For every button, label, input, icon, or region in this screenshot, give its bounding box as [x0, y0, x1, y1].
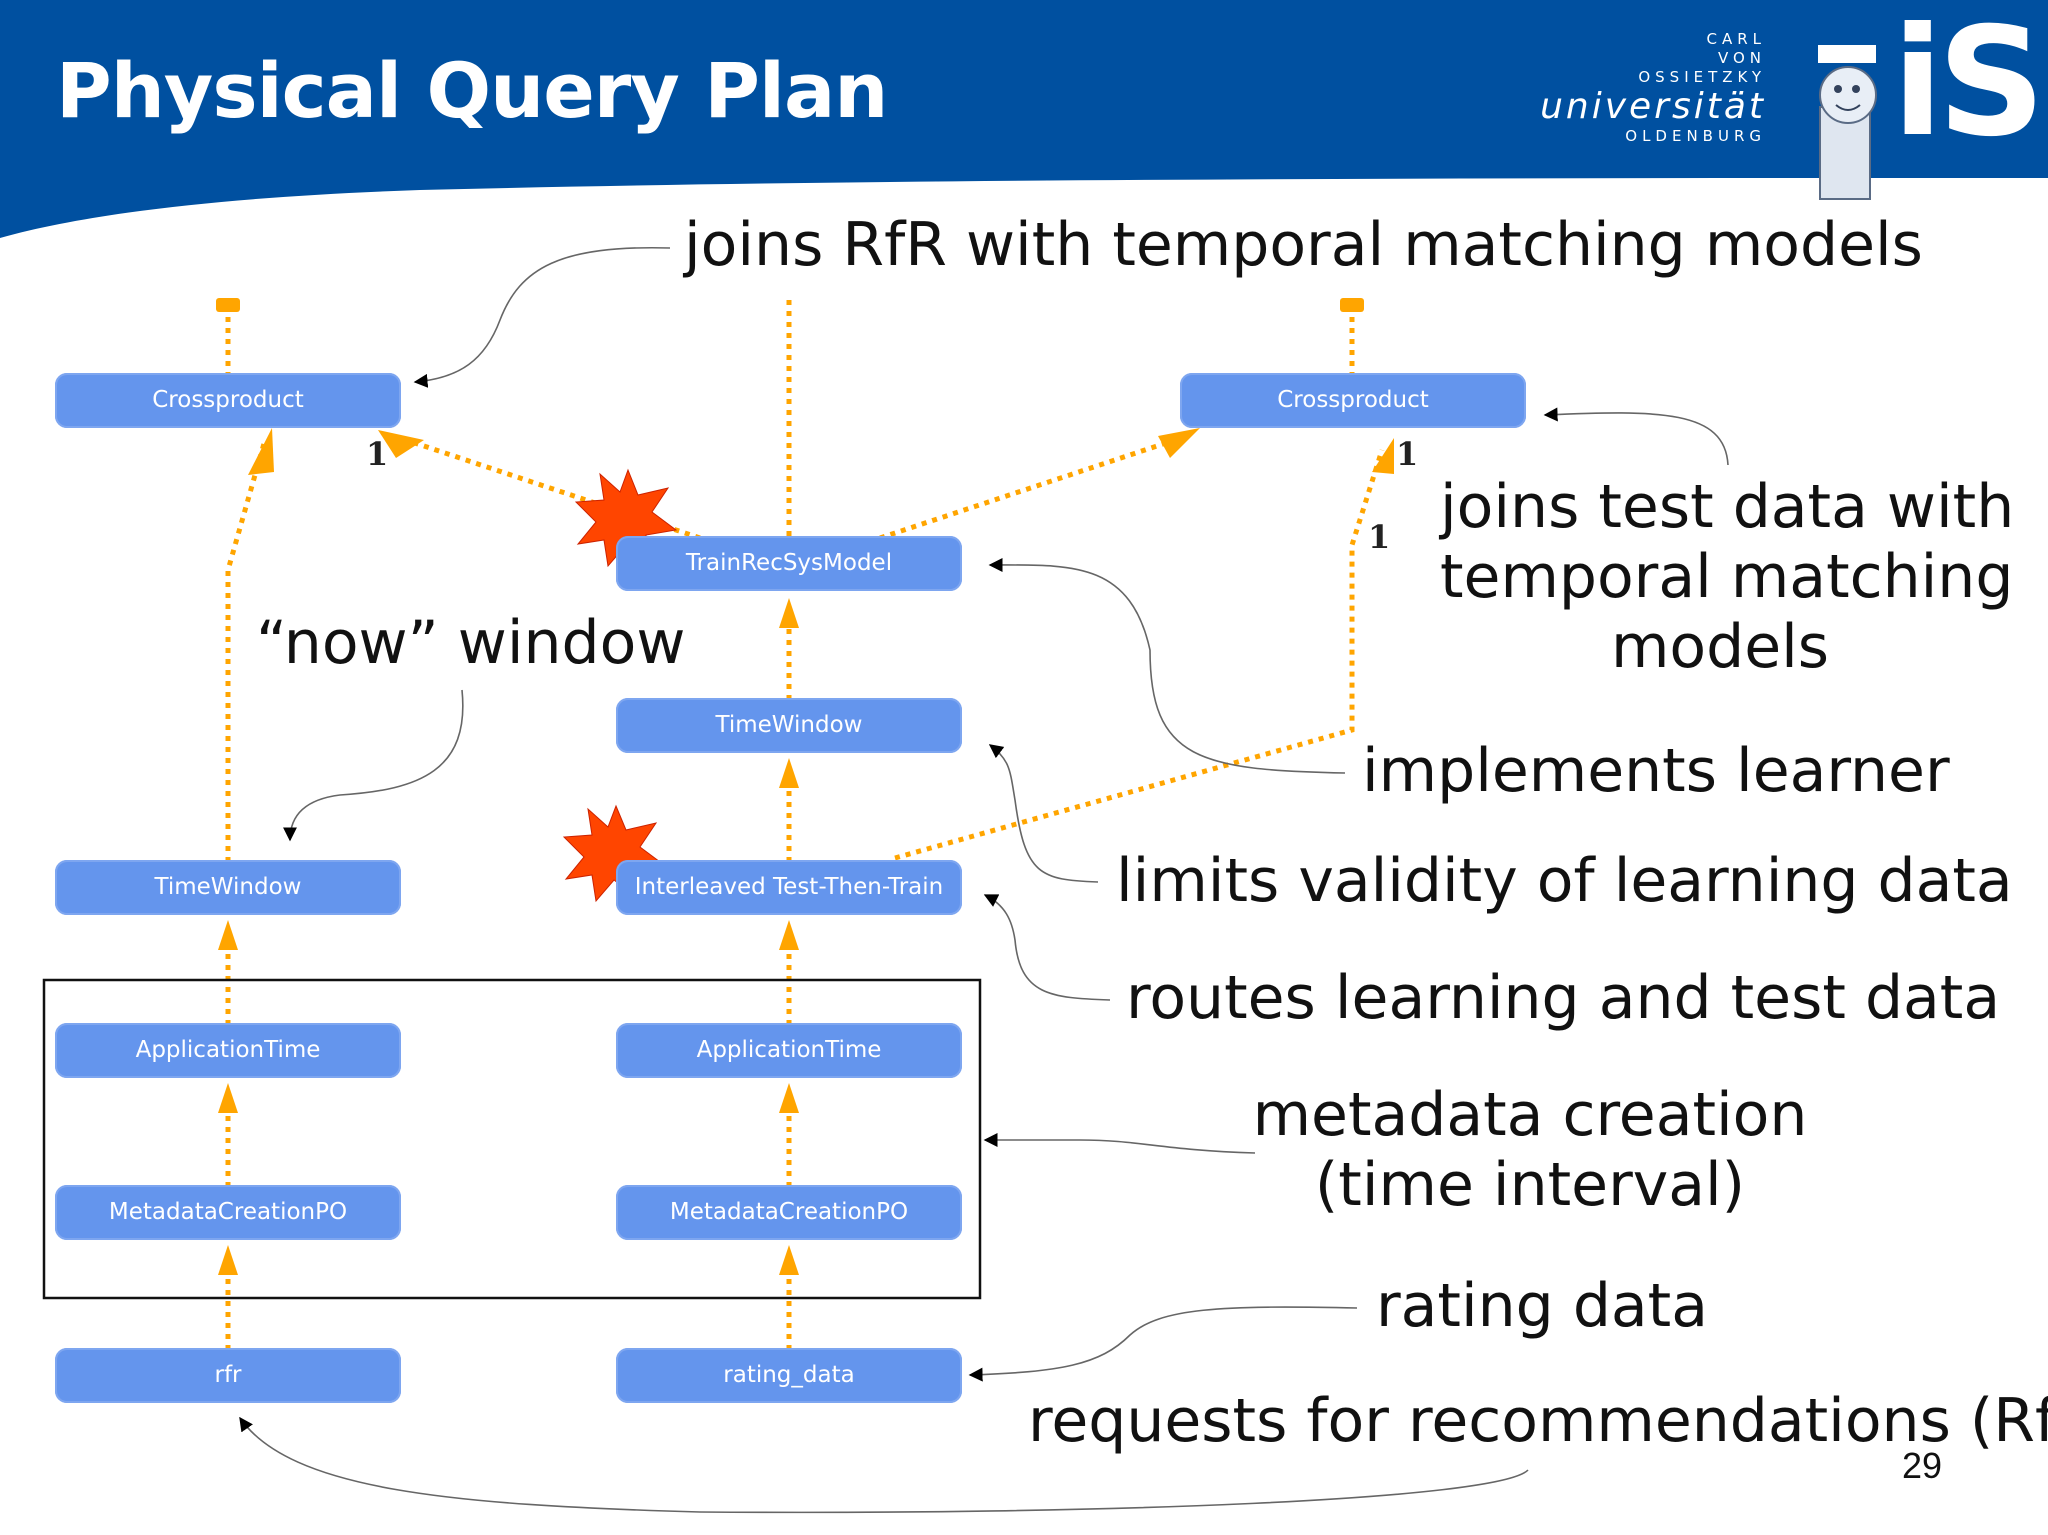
annotation-implements-learner: implements learner — [1362, 736, 1950, 806]
mascot-icon — [1818, 45, 1877, 200]
metadata-highlight-box — [42, 978, 982, 1300]
annotation-line: models — [1610, 612, 1830, 682]
arrowhead-app-center — [779, 1083, 799, 1113]
arrowhead-right-crossproduct-a — [1158, 428, 1200, 458]
annotation-line: metadata creation — [1252, 1080, 1808, 1150]
logo-line-carl: CARL — [1706, 30, 1766, 48]
arrowhead-left-crossproduct-a — [248, 428, 274, 475]
connector-joins-rfr — [413, 246, 671, 388]
connector-rating-data — [968, 1306, 1358, 1382]
connector-requests — [239, 1416, 1529, 1514]
logo-line-oldenburg: OLDENBURG — [1625, 127, 1766, 145]
page-number: 29 — [1902, 1445, 1943, 1486]
arrowhead-meta-left — [218, 1245, 238, 1275]
arrowhead-window-center — [779, 758, 799, 788]
edges — [225, 300, 1385, 1350]
arrowhead-app-left — [218, 1083, 238, 1113]
logo-line-universitat: universität — [1540, 86, 1766, 127]
edge-label: 1 — [1368, 518, 1391, 556]
node-application-time-center: ApplicationTime — [616, 1023, 962, 1078]
connector-limits-validity — [988, 744, 1099, 883]
arrowhead-meta-center — [779, 1245, 799, 1275]
annotation-line: temporal matching — [1440, 542, 2014, 612]
node-time-window-center: TimeWindow — [616, 698, 962, 753]
node-time-window-left: TimeWindow — [55, 860, 401, 915]
annotation-rating-data: rating data — [1376, 1271, 1708, 1341]
node-rating-data: rating_data — [616, 1348, 962, 1403]
annotation-requests: requests for recommendations (RfR) — [1028, 1386, 2048, 1456]
group-logo: iS — [1892, 0, 2045, 170]
arrowhead-interleaved — [779, 920, 799, 950]
annotation-line: joins test data with — [1440, 472, 2015, 542]
burst-icon — [562, 804, 666, 903]
arrowhead-train — [779, 598, 799, 628]
annotation-connectors — [239, 246, 1729, 1514]
arrowhead-right-crossproduct-b — [1372, 438, 1394, 474]
connector-implements-learner — [988, 557, 1346, 774]
annotation-now-window: “now” window — [256, 608, 686, 678]
burst-icon — [574, 468, 678, 568]
page-title: Physical Query Plan — [56, 46, 888, 135]
edge-arrowheads — [216, 298, 1394, 1275]
node-crossproduct-right: Crossproduct — [1180, 373, 1526, 428]
node-metadata-creation-center: MetadataCreationPO — [616, 1185, 962, 1240]
header-band — [0, 0, 2048, 238]
annotation-joins-test: joins test data with temporal matching m… — [1440, 472, 2015, 682]
connector-routes — [983, 894, 1111, 1001]
annotation-metadata-creation: metadata creation (time interval) — [1230, 1080, 1830, 1220]
annotation-line: (time interval) — [1314, 1150, 1746, 1220]
arrowhead-stub-left — [216, 298, 240, 312]
connector-joins-test — [1543, 407, 1729, 466]
node-crossproduct-left: Crossproduct — [55, 373, 401, 428]
node-interleaved-test-then-train: Interleaved Test-Then-Train — [616, 860, 962, 915]
edge-label: 1 — [366, 435, 389, 473]
arrowhead-window-left — [218, 920, 238, 950]
edge-label: 1 — [1396, 435, 1419, 473]
arrowhead-left-crossproduct-b — [378, 430, 424, 458]
university-logo: CARL VON OSSIETZKY universität OLDENBURG — [1536, 30, 1766, 146]
connector-now-window — [283, 689, 464, 842]
edge-train-to-left-crossproduct — [399, 435, 701, 541]
edge-train-to-right-crossproduct — [879, 437, 1176, 541]
node-application-time-left: ApplicationTime — [55, 1023, 401, 1078]
annotation-routes: routes learning and test data — [1126, 963, 2001, 1033]
logo-line-ossietzky: OSSIETZKY — [1638, 68, 1766, 86]
annotation-limits-validity: limits validity of learning data — [1116, 846, 2013, 916]
logo-line-von: VON — [1717, 49, 1766, 67]
node-rfr: rfr — [55, 1348, 401, 1403]
node-metadata-creation-left: MetadataCreationPO — [55, 1185, 401, 1240]
connector-metadata — [983, 1133, 1256, 1154]
arrowhead-stub-right — [1340, 298, 1364, 312]
annotation-joins-rfr: joins RfR with temporal matching models — [684, 210, 1923, 280]
node-train-rec-sys-model: TrainRecSysModel — [616, 536, 962, 591]
